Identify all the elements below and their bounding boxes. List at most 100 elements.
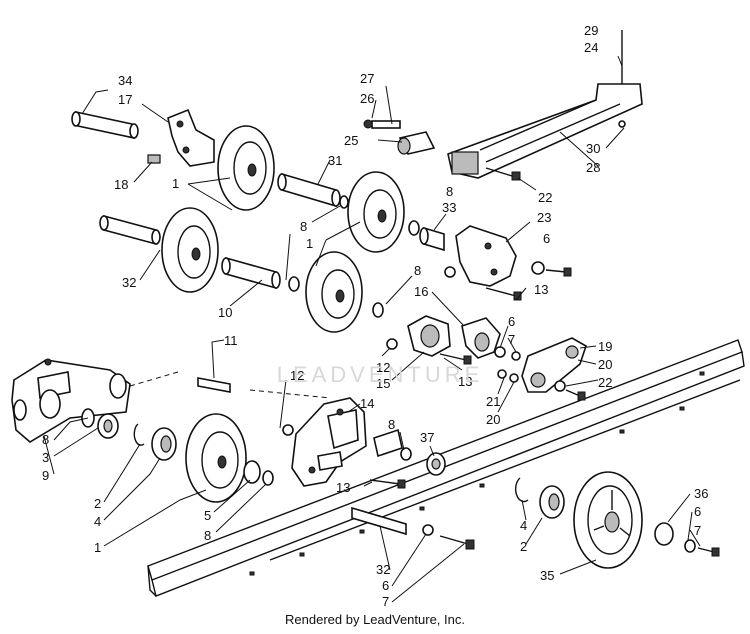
idler-wheel-5 [185, 413, 247, 503]
callout-18: 18 [114, 177, 128, 192]
callout-7: 7 [382, 594, 389, 609]
flange-37 [426, 452, 446, 476]
callout-28: 28 [586, 160, 600, 175]
bolt [485, 167, 521, 181]
callout-8: 8 [204, 528, 211, 543]
washer [408, 220, 420, 236]
spacer [97, 413, 119, 439]
callout-22: 22 [598, 375, 612, 390]
link-19 [521, 337, 587, 393]
callout-4: 4 [94, 514, 101, 529]
washer [372, 302, 384, 318]
snap-ring [133, 423, 145, 446]
callout-8: 8 [446, 184, 453, 199]
callout-7: 7 [508, 332, 515, 347]
washer [288, 276, 300, 292]
callout-8: 8 [42, 432, 49, 447]
bolt [485, 287, 522, 301]
bolt [369, 479, 406, 489]
drive-wheel-35 [573, 471, 643, 569]
callout-8: 8 [300, 219, 307, 234]
callout-8: 8 [414, 263, 421, 278]
washer [497, 369, 507, 379]
callout-25: 25 [344, 133, 358, 148]
spacer-tube-31 [277, 172, 341, 208]
washer [262, 470, 274, 486]
callout-6: 6 [508, 314, 515, 329]
callout-17: 17 [118, 92, 132, 107]
callout-13: 13 [458, 374, 472, 389]
callout-2: 2 [94, 496, 101, 511]
callout-20: 20 [598, 357, 612, 372]
centerline [129, 371, 179, 387]
bolt [697, 547, 720, 557]
callout-1: 1 [172, 176, 179, 191]
callout-14: 14 [360, 396, 374, 411]
callout-6: 6 [382, 578, 389, 593]
suspension-bracket-14 [282, 397, 367, 487]
bolt [545, 267, 572, 277]
spacer-tube-10 [221, 256, 281, 290]
callout-21: 21 [486, 394, 500, 409]
callout-20: 20 [486, 412, 500, 427]
axle-tube-32 [99, 214, 161, 246]
leader-lines [43, 55, 701, 603]
callout-1: 1 [94, 540, 101, 555]
callout-12: 12 [290, 368, 304, 383]
callout-12: 12 [376, 360, 390, 375]
callout-35: 35 [540, 568, 554, 583]
spacer-36 [654, 522, 674, 546]
pivot-block-16 [407, 315, 501, 359]
watermark: LEADVENTURE [276, 362, 484, 387]
callout-15: 15 [376, 376, 390, 391]
callout-13: 13 [534, 282, 548, 297]
callout-22: 22 [538, 190, 552, 205]
callout-7: 7 [694, 523, 701, 538]
callout-32: 32 [376, 562, 390, 577]
spacer-33 [419, 226, 445, 252]
idler-wheel-1 [217, 125, 275, 211]
bolt [439, 353, 472, 365]
callout-6: 6 [543, 231, 550, 246]
callout-labels: 29 24 27 26 25 30 28 22 34 17 31 18 1 8 … [42, 23, 708, 609]
callout-30: 30 [586, 141, 600, 156]
callout-16: 16 [414, 284, 428, 299]
pivot-bushing [363, 119, 436, 155]
front-axle-housing [11, 358, 131, 443]
callout-29: 29 [584, 23, 598, 38]
bolt [565, 389, 586, 401]
callout-1: 1 [306, 236, 313, 251]
washer [684, 539, 696, 553]
snap-ring [514, 477, 529, 503]
washer [400, 447, 412, 461]
callout-32: 32 [122, 275, 136, 290]
callout-13: 13 [336, 480, 350, 495]
centerline [249, 389, 331, 399]
callout-5: 5 [204, 508, 211, 523]
callout-3: 3 [42, 450, 49, 465]
callout-6: 6 [694, 504, 701, 519]
idler-wheel-4 [305, 251, 363, 333]
slide-rail [147, 339, 745, 597]
callout-9: 9 [42, 468, 49, 483]
callout-24: 24 [584, 40, 598, 55]
upper-axle-left [71, 108, 215, 167]
callout-27: 27 [360, 71, 374, 86]
spacer-5 [243, 460, 261, 484]
washer [494, 346, 506, 358]
callout-34: 34 [118, 73, 132, 88]
callout-11: 11 [224, 333, 238, 348]
idler-wheel-2 [347, 171, 405, 253]
washer [509, 373, 519, 383]
callout-23: 23 [537, 210, 551, 225]
bracket-23 [444, 225, 517, 287]
callout-4: 4 [520, 518, 527, 533]
callout-2: 2 [520, 539, 527, 554]
idler-wheel-3 [161, 207, 219, 293]
bearing [151, 427, 177, 461]
washer [531, 261, 545, 275]
footer-credit: Rendered by LeadVenture, Inc. [285, 612, 465, 627]
pin-11 [197, 377, 231, 393]
callout-36: 36 [694, 486, 708, 501]
